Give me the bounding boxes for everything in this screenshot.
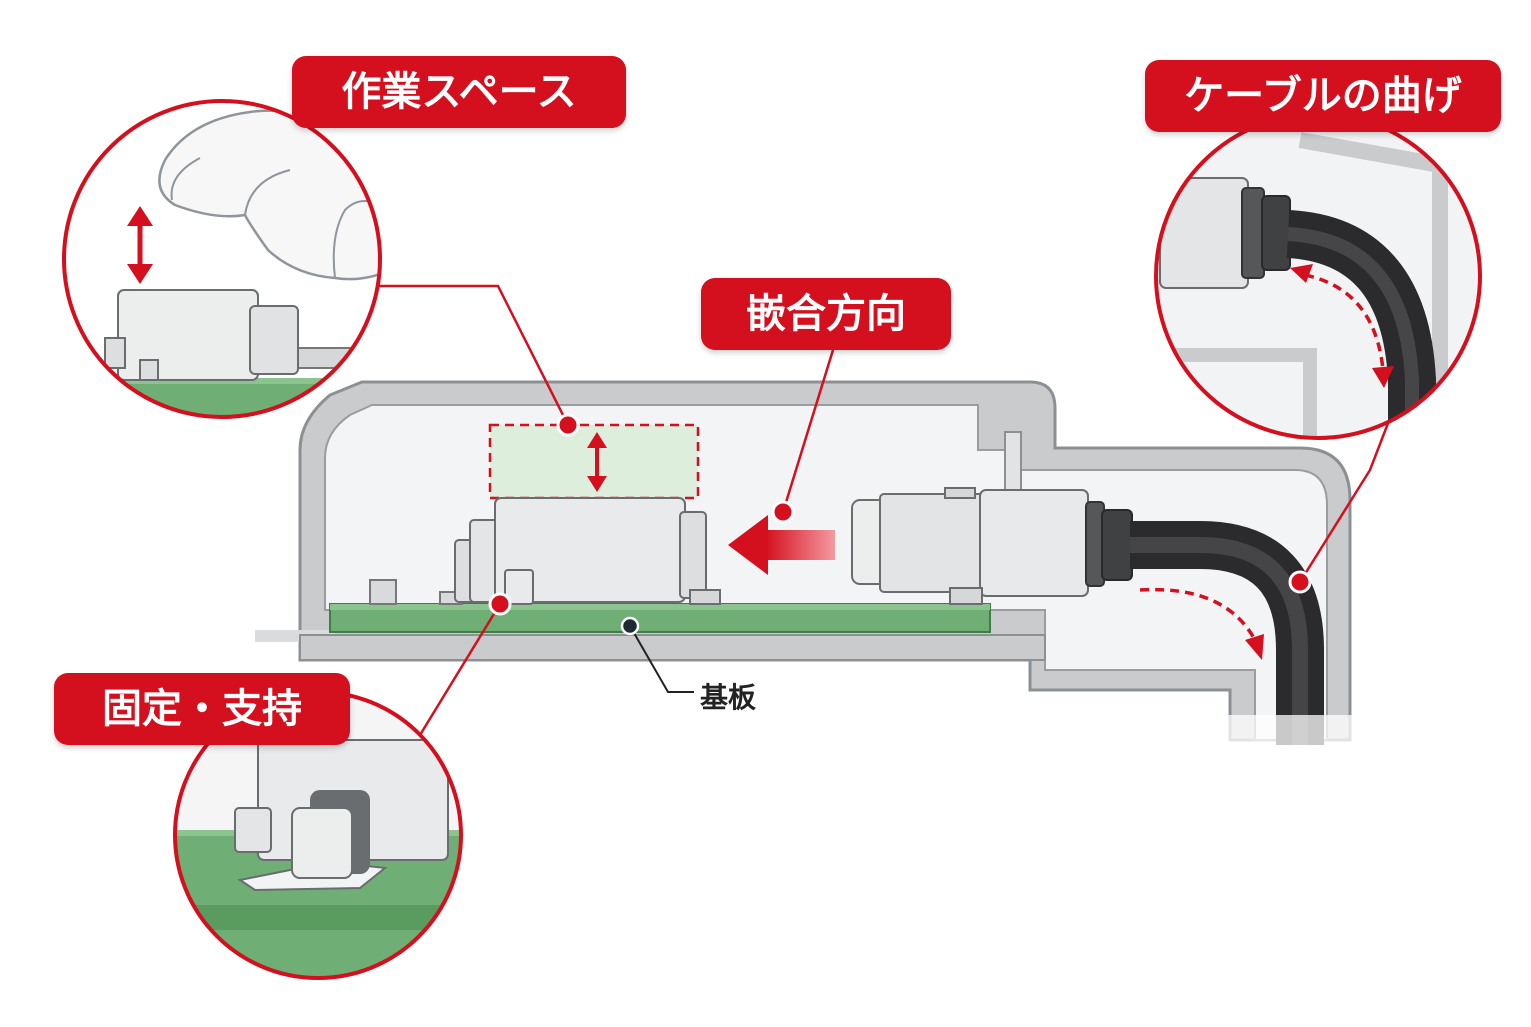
chip	[369, 579, 397, 605]
label-mating-direction: 嵌合方向	[701, 278, 951, 350]
cable-plug	[851, 487, 1133, 605]
detail-circle-cable-bend	[1154, 112, 1482, 440]
label-cable-bend: ケーブルの曲げ	[1145, 60, 1501, 132]
bend-radius-arrow-icon	[1290, 264, 1394, 388]
leader-lines	[378, 284, 1397, 736]
board-connector	[454, 497, 721, 605]
mating-direction-arrow-icon	[728, 515, 835, 575]
board-leader	[620, 616, 694, 693]
label-work-space: 作業スペース	[292, 56, 626, 128]
label-board: 基板	[700, 681, 757, 714]
label-fix-support: 固定・支持	[54, 673, 350, 745]
bend-dashed-arrow-icon	[1139, 587, 1264, 660]
vertical-double-arrow-icon	[587, 432, 607, 492]
leader-dots	[488, 413, 1312, 616]
clearance-arrow-icon	[127, 206, 153, 284]
